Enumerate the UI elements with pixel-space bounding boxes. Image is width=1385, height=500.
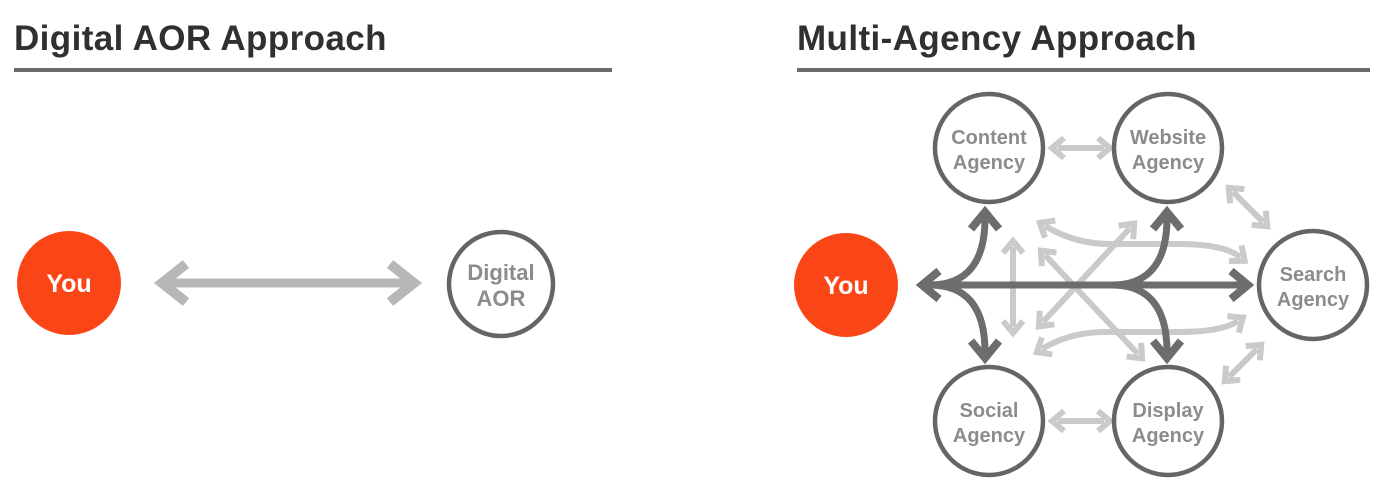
you-content-branch <box>929 205 1003 289</box>
content-agency-node: Content Agency <box>932 91 1046 205</box>
you-hub-arrows <box>915 205 1255 365</box>
digital-aor-node: Digital AOR <box>446 229 556 339</box>
left-title-underline <box>14 68 612 72</box>
display-agency-label-line1: Display <box>1132 400 1204 422</box>
multi-agency-panel: You Content Agency Website Agency Search… <box>794 91 1370 478</box>
social-agency-label-line2: Agency <box>953 425 1026 447</box>
you-label-right: You <box>823 272 868 300</box>
social-agency-label-line1: Social <box>960 400 1019 422</box>
you-label-left: You <box>46 270 91 298</box>
left-panel-title: Digital AOR Approach <box>14 19 387 58</box>
social-agency-node: Social Agency <box>932 364 1046 478</box>
search-agency-node: Search Agency <box>1256 228 1370 342</box>
right-title-underline <box>797 68 1370 72</box>
website-agency-label-line1: Website <box>1130 127 1206 149</box>
content-agency-label-line1: Content <box>951 127 1027 149</box>
search-agency-label-line1: Search <box>1280 264 1347 286</box>
bottom-swoosh-arrow <box>1032 313 1247 358</box>
right-panel-title: Multi-Agency Approach <box>797 19 1197 58</box>
you-display-branch <box>1111 281 1185 365</box>
you-node-left: You <box>17 231 121 335</box>
you-website-branch <box>1111 205 1185 289</box>
social-agency-circle <box>932 364 1046 478</box>
top-swoosh-arrow <box>1035 217 1249 264</box>
website-search-arrow <box>1225 184 1271 230</box>
display-agency-label-line2: Agency <box>1132 425 1205 447</box>
digital-aor-label-line1: Digital <box>467 260 534 285</box>
display-search-arrow <box>1221 341 1265 385</box>
digital-aor-panel: You Digital AOR <box>17 229 556 339</box>
display-agency-circle <box>1111 364 1225 478</box>
you-circle-right <box>794 233 898 337</box>
you-social-branch <box>929 281 1003 365</box>
search-agency-label-line2: Agency <box>1277 289 1350 311</box>
display-agency-node: Display Agency <box>1111 364 1225 478</box>
search-agency-circle <box>1256 228 1370 342</box>
digital-aor-circle <box>446 229 556 339</box>
content-agency-label-line2: Agency <box>953 152 1026 174</box>
website-agency-node: Website Agency <box>1111 91 1225 205</box>
digital-aor-label-line2: AOR <box>477 286 526 311</box>
you-node-right: You <box>794 233 898 337</box>
inter-agency-arrows <box>1000 135 1271 434</box>
website-agency-label-line2: Agency <box>1132 152 1205 174</box>
content-agency-circle <box>932 91 1046 205</box>
website-agency-circle <box>1111 91 1225 205</box>
you-circle-left <box>17 231 121 335</box>
